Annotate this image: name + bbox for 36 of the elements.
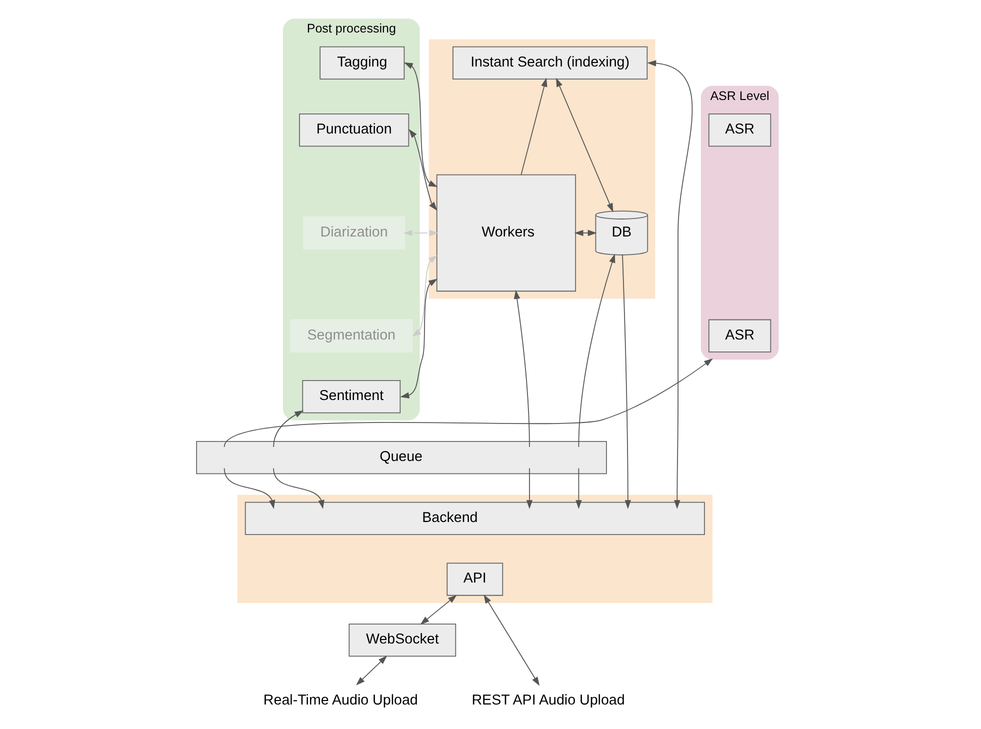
arrow: [402, 230, 438, 236]
arrow: [272, 468, 324, 510]
node-box: WebSocket: [348, 624, 456, 657]
arrow: [513, 290, 530, 448]
arrow: [272, 410, 304, 448]
arrow: [526, 468, 532, 510]
arrow: [646, 60, 692, 510]
node-box: Workers: [436, 174, 576, 292]
arrow: [223, 358, 712, 448]
arrow: [400, 278, 438, 398]
node-box: Punctuation: [298, 113, 409, 147]
node-box: ASR: [708, 113, 771, 147]
arrow: [483, 594, 540, 686]
node-box: Queue: [196, 441, 606, 474]
node-box: Instant Search (indexing): [452, 46, 648, 80]
node-text: Real-Time Audio Upload: [262, 692, 418, 708]
arrow: [412, 255, 438, 337]
node-box: Tagging: [319, 46, 404, 80]
node-box: Sentiment: [302, 380, 400, 414]
node-text: REST API Audio Upload: [471, 692, 624, 708]
arrow: [556, 78, 613, 212]
arrow: [520, 78, 547, 175]
arrow: [403, 62, 438, 187]
node-box: API: [446, 562, 503, 596]
node-box: Backend: [244, 502, 704, 535]
arrow: [578, 254, 615, 448]
arrow: [420, 594, 456, 625]
arrow: [408, 128, 437, 211]
arrow: [223, 468, 275, 510]
node-box: Diarization: [302, 216, 405, 250]
node-box: ASR: [708, 319, 771, 352]
node-box: Segmentation: [290, 319, 412, 352]
arrow: [575, 468, 582, 510]
arrow: [622, 254, 631, 510]
arrow: [356, 656, 387, 686]
arrow: [574, 230, 596, 236]
